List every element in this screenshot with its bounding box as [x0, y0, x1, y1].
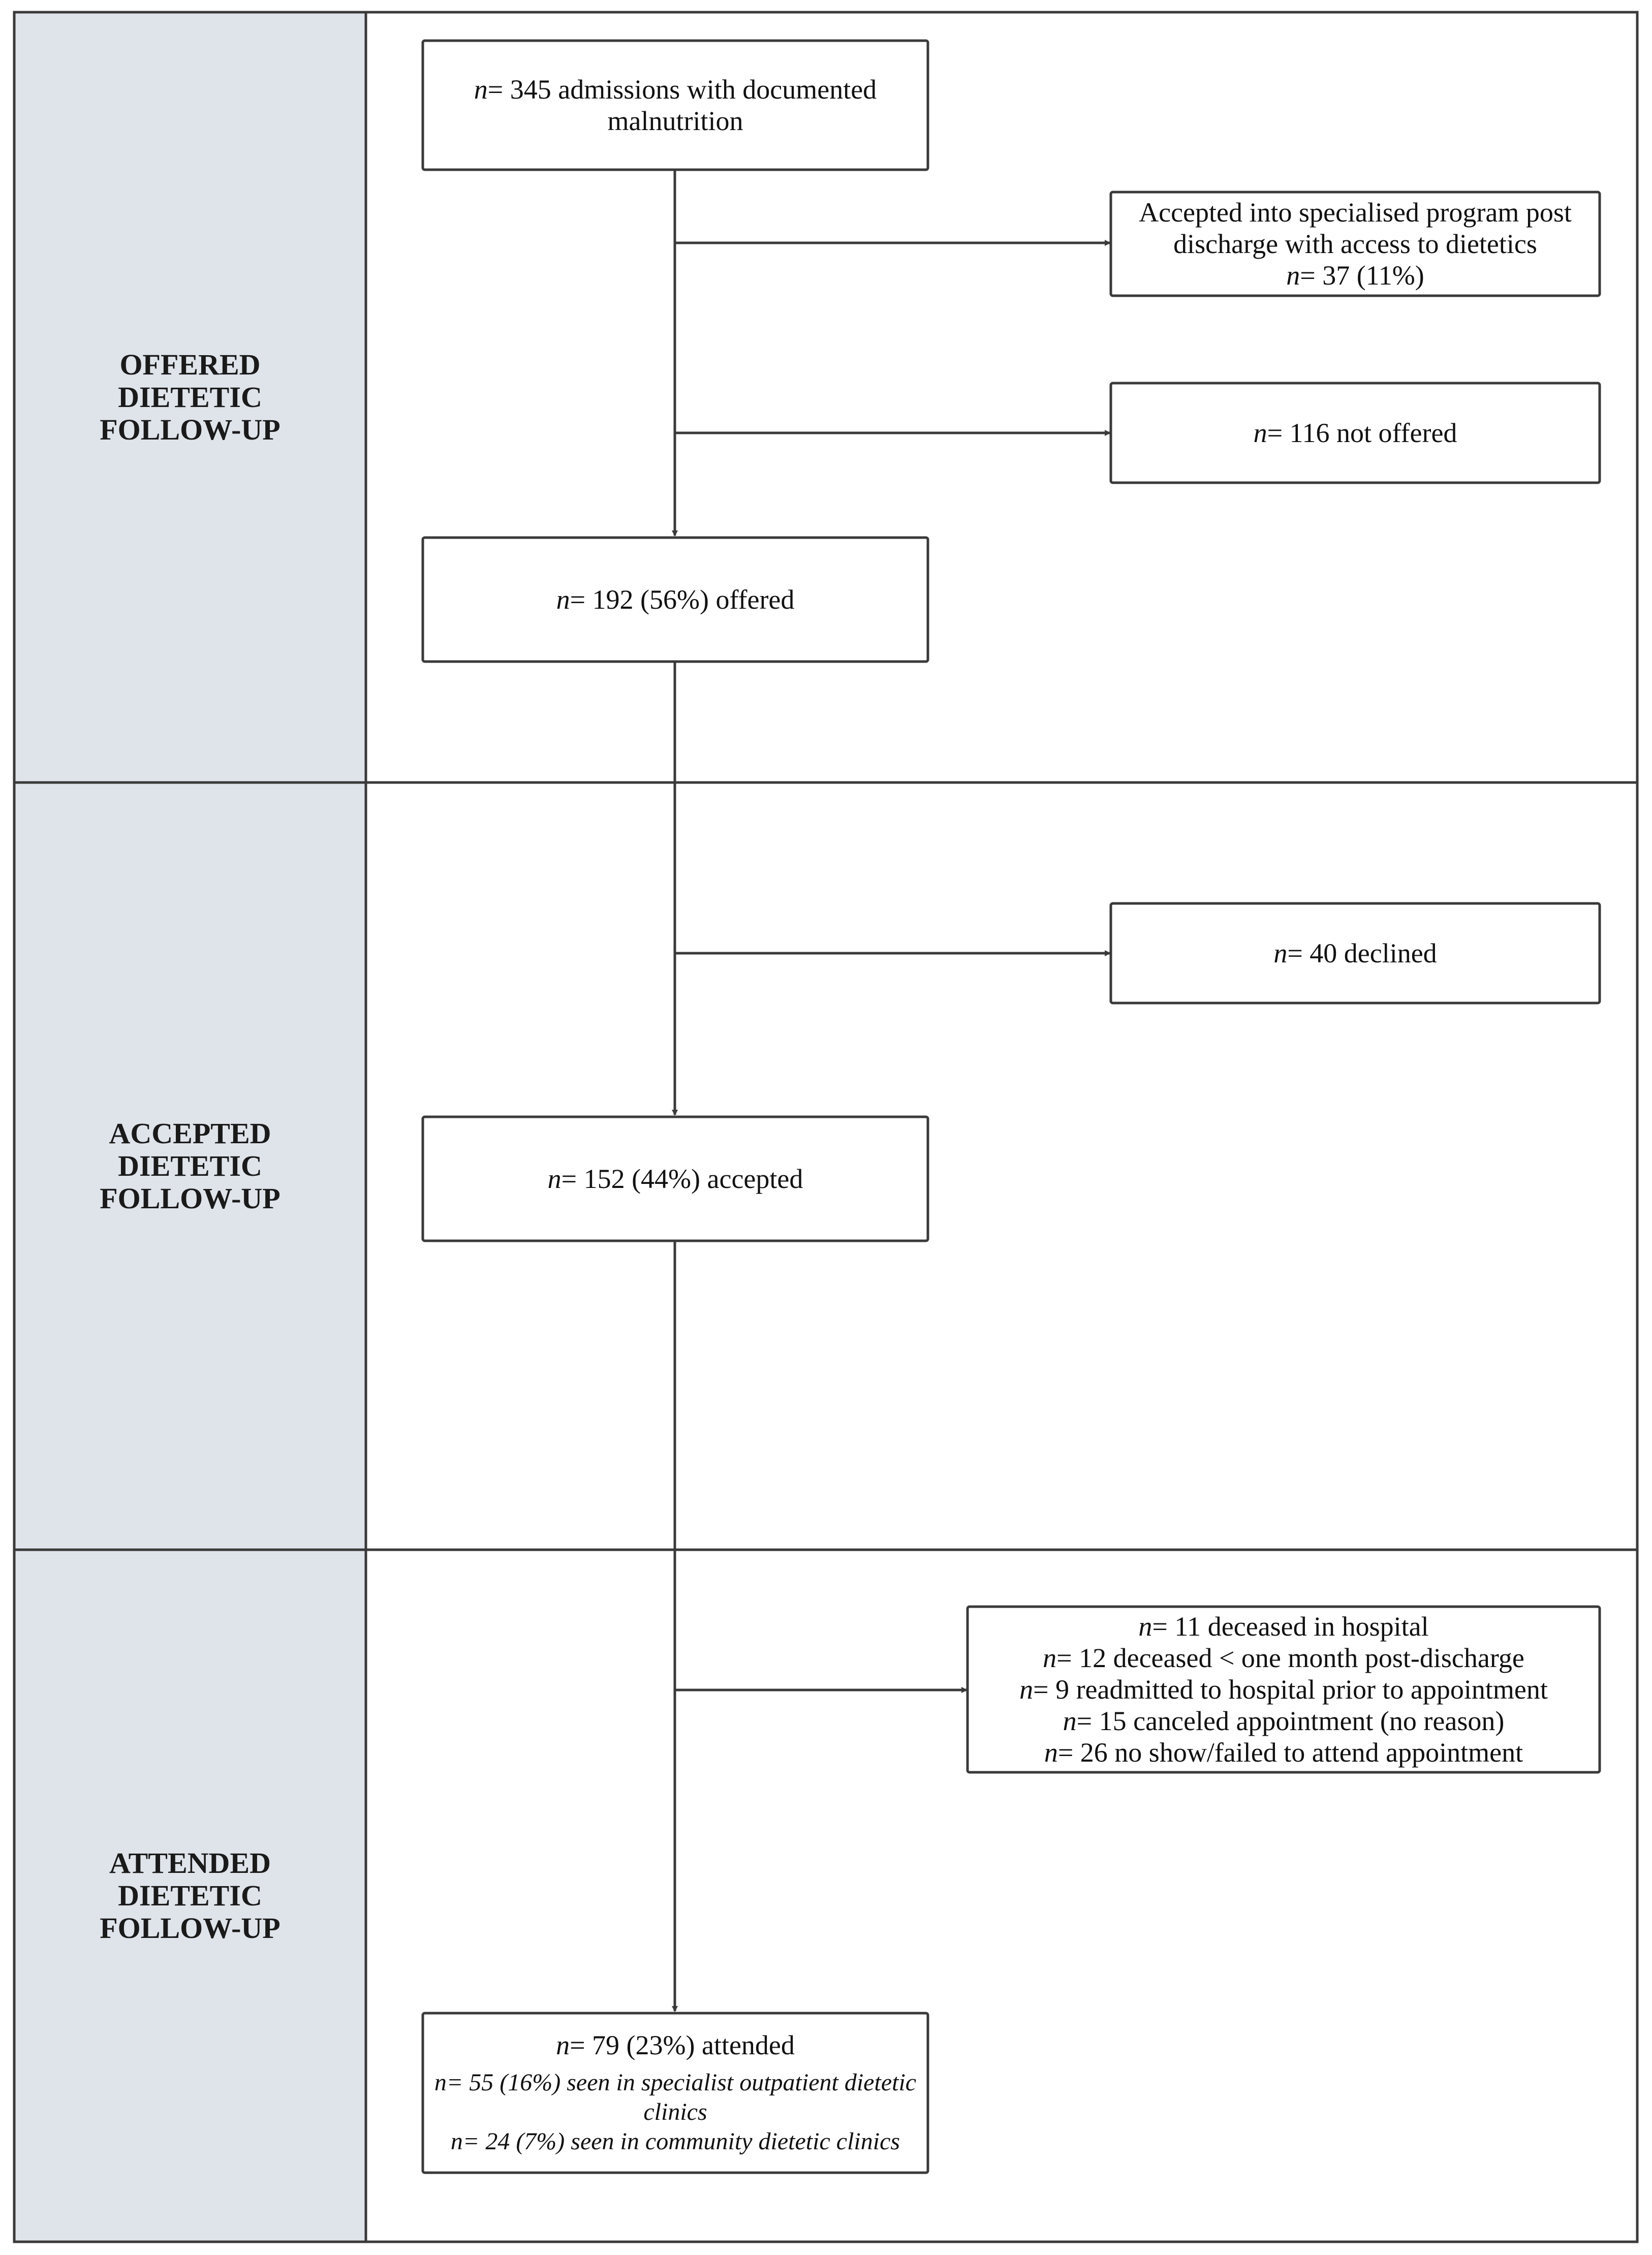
box-offered: n= 192 (56%) offered [428, 540, 923, 660]
specialised-count: = 37 (11%) [1300, 260, 1424, 291]
box-specialised-outline [1109, 191, 1601, 297]
accepted-text: = 152 (44%) accepted [561, 1164, 803, 1194]
stage-panel-offered [13, 11, 367, 784]
n-symbol: n [474, 74, 488, 105]
not-offered-text: = 116 not offered [1267, 418, 1457, 448]
stage-panel-attended [13, 1548, 367, 2243]
attended-specialist-clinics: n= 55 (16%) seen in specialist outpatien… [434, 2069, 917, 2125]
admissions-text: = 345 admissions with documented malnutr… [487, 74, 877, 136]
exclusion-item: n= 11 deceased in hospital [1138, 1611, 1429, 1642]
box-admissions-outline [421, 39, 929, 171]
declined-text: = 40 declined [1287, 938, 1437, 968]
box-attended: n= 79 (23%) attended n= 55 (16%) seen in… [428, 2015, 923, 2171]
box-offered-outline [421, 536, 929, 663]
n-symbol: n [556, 2030, 570, 2060]
n-symbol: n [547, 1164, 562, 1194]
n-symbol: n [1286, 260, 1300, 291]
attended-text: = 79 (23%) attended [570, 2030, 795, 2060]
exclusion-item: n= 26 no show/failed to attend appointme… [1044, 1737, 1523, 1768]
offered-text: = 192 (56%) offered [570, 584, 795, 615]
box-declined: n= 40 declined [1116, 905, 1595, 1001]
exclusion-item: n= 15 canceled appointment (no reason) [1063, 1706, 1505, 1736]
n-symbol: n [1273, 938, 1288, 968]
exclusion-item: n= 9 readmitted to hospital prior to app… [1019, 1674, 1548, 1705]
stage-panel-accepted [13, 781, 367, 1551]
specialised-text: Accepted into specialised program post d… [1139, 197, 1572, 259]
box-attended-outline [421, 2012, 929, 2174]
stage-label-offered: OFFERED DIETETIC FOLLOW-UP [100, 348, 280, 446]
box-accepted-outline [421, 1115, 929, 1242]
n-symbol: n [1253, 418, 1267, 448]
box-not-offered: n= 116 not offered [1116, 385, 1595, 481]
attended-community-clinics: n= 24 (7%) seen in community dietetic cl… [450, 2128, 900, 2155]
box-exclusions-outline [966, 1605, 1601, 1774]
n-symbol: n [556, 584, 570, 615]
box-admissions: n= 345 admissions with documented malnut… [438, 43, 913, 168]
box-specialised: Accepted into specialised program post d… [1116, 194, 1595, 294]
box-declined-outline [1109, 902, 1601, 1005]
stage-label-accepted: ACCEPTED DIETETIC FOLLOW-UP [100, 1117, 280, 1215]
box-exclusions: n= 11 deceased in hospital n= 12 decease… [971, 1609, 1597, 1770]
stage-label-attended: ATTENDED DIETETIC FOLLOW-UP [100, 1846, 280, 1945]
box-not-offered-outline [1109, 382, 1601, 484]
box-accepted: n= 152 (44%) accepted [428, 1119, 923, 1239]
exclusion-item: n= 12 deceased < one month post-discharg… [1043, 1643, 1524, 1673]
